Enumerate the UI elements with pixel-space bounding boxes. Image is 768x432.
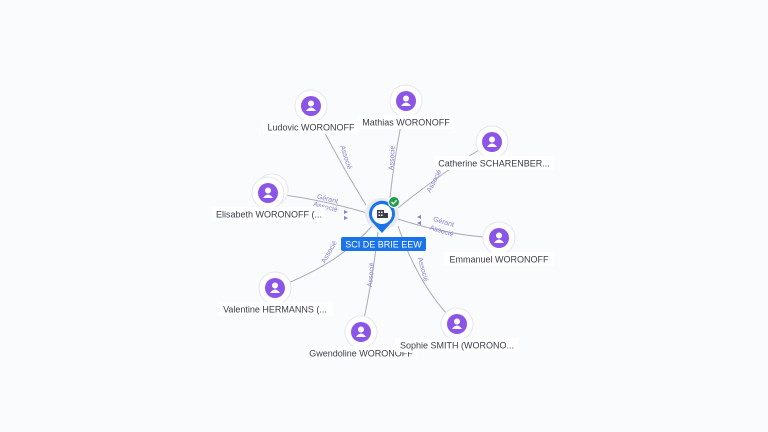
person-name: Gwendoline WORONOFF [309,349,413,359]
person-name: Mathias WORONOFF [362,118,450,128]
person-icon [306,100,316,111]
person-node-emmanuel[interactable]: Emmanuel WORONOFF [444,221,554,266]
name-tag-bg [395,338,519,352]
person-icon [494,232,504,243]
person-icon [401,95,411,106]
building-icon [377,210,388,218]
edge-arrow [344,216,348,220]
person-name: Ludovic WORONOFF [267,123,355,133]
edge-role-label: Associé [338,145,352,171]
edge-line [397,141,493,209]
person-name-tag[interactable]: Catherine SCHARENBER... [434,156,554,170]
edge-role-label: Associé [416,257,429,283]
edge-arrow [417,215,421,219]
person-name: Sophie SMITH (WORONO... [400,341,514,351]
person-node-valentine[interactable]: Valentine HERMANNS (... [217,271,333,316]
person-name-tag[interactable]: Sophie SMITH (WORONO... [395,338,519,352]
person-name-tag[interactable]: Valentine HERMANNS (... [217,302,333,316]
person-node-catherine[interactable]: Catherine SCHARENBER... [434,125,554,170]
person-name-tag[interactable]: Gwendoline WORONOFF [304,346,418,360]
person-node-gwendoline[interactable]: Gwendoline WORONOFF [304,315,418,360]
person-name: Elisabeth WORONOFF (... [216,210,322,220]
person-name-tag[interactable]: Elisabeth WORONOFF (... [212,207,326,221]
edge-arrow [344,210,348,214]
person-icon [263,187,273,198]
edge-arrow [417,221,421,225]
name-tag-bg [434,156,554,170]
person-node-sophie[interactable]: Sophie SMITH (WORONO... [395,307,519,352]
person-name: Catherine SCHARENBER... [438,159,550,169]
person-name-tag[interactable]: Mathias WORONOFF [358,115,454,129]
person-node-elisabeth[interactable]: Elisabeth WORONOFF (... [212,173,326,221]
person-name-tag[interactable]: Ludovic WORONOFF [263,120,359,134]
name-tag-bg [358,115,454,129]
center-company-node[interactable]: SCI DE BRIE EEW [341,196,426,252]
name-tag-bg [212,207,326,221]
person-icon [487,136,497,147]
company-label[interactable]: SCI DE BRIE EEW [341,237,426,251]
check-badge-icon [388,196,400,208]
company-name: SCI DE BRIE EEW [345,240,422,250]
edge-role-label: Gérant [316,194,339,206]
edge-catherine: Associé [397,141,493,209]
name-tag-bg [217,302,333,316]
person-node-mathias[interactable]: Mathias WORONOFF [358,84,454,129]
name-tag-bg [444,252,554,266]
person-icon [270,282,280,293]
person-node-ludovic[interactable]: Ludovic WORONOFF [263,89,359,134]
person-name-tag[interactable]: Emmanuel WORONOFF [444,252,554,266]
nodes-layer: Ludovic WORONOFF Mathias WORONOFF Catherin… [212,84,554,360]
name-tag-bg [304,346,418,360]
edge-valentine: Associé [274,225,373,289]
edge-role-label: Associé [426,169,444,194]
person-icon [356,326,366,337]
person-name: Emmanuel WORONOFF [449,255,549,265]
person-icon [452,318,462,329]
edge-role-label: Associé [388,145,397,170]
person-name: Valentine HERMANNS (... [223,305,327,315]
name-tag-bg [263,120,359,134]
edge-role-label: Associé [367,262,376,287]
edge-role-label: Associé [321,240,339,265]
